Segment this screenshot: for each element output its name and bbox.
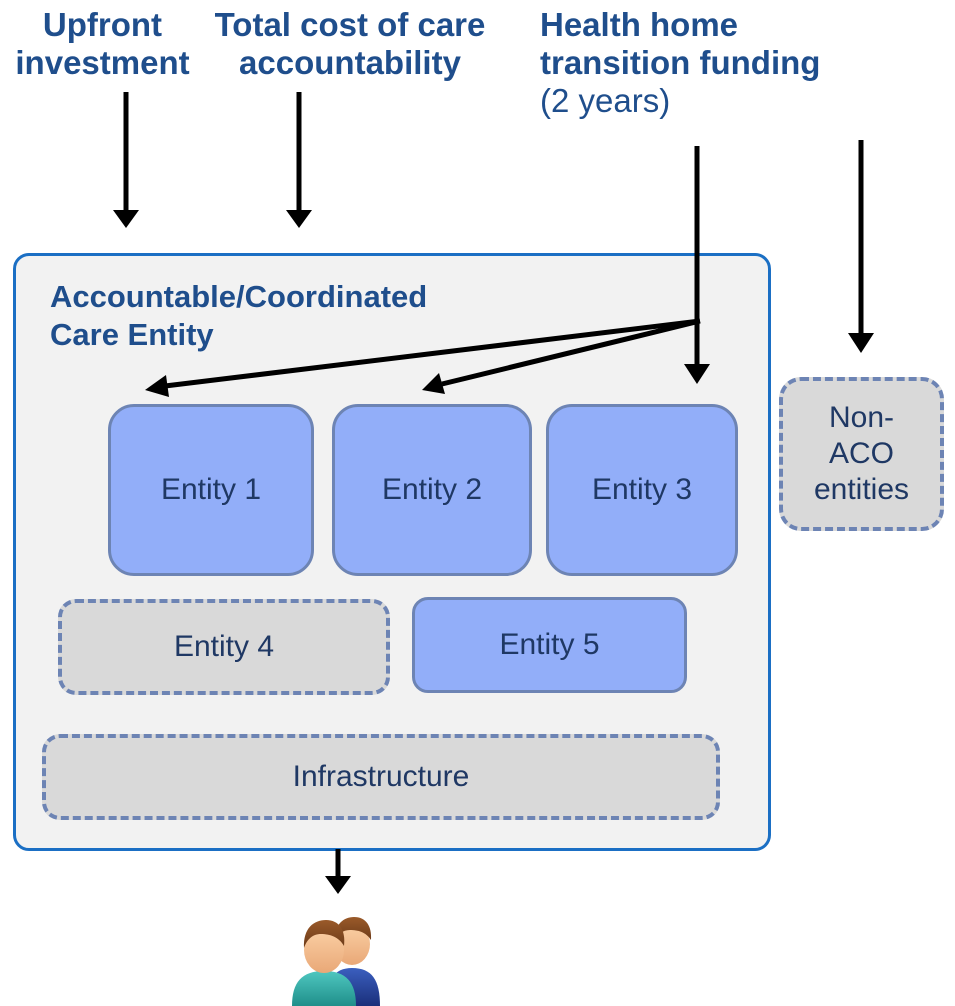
non-aco-line-2: ACO	[828, 437, 894, 470]
total-cost-line-1: Total cost of care	[214, 6, 486, 43]
total-cost-line-2: accountability	[239, 44, 461, 81]
entity-1-label: Entity 1	[160, 473, 262, 506]
arrow-health-to-entity-1-shaft	[164, 318, 701, 389]
non-aco-line-3: entities	[813, 473, 910, 506]
infrastructure-label: Infrastructure	[292, 760, 470, 793]
aco-title-line-1: Accountable/Coordinated	[50, 279, 428, 314]
aco-title-line-2: Care Entity	[50, 317, 214, 352]
arrow-total-cost-head	[286, 210, 312, 228]
total-cost-label: Total cost of care accountability	[195, 6, 505, 82]
entity-4-label: Entity 4	[173, 630, 275, 663]
health-home-line-3: (2 years)	[540, 82, 671, 119]
health-home-line-2: transition funding	[540, 44, 821, 81]
arrow-upfront-head	[113, 210, 139, 228]
infrastructure-box: Infrastructure	[42, 734, 720, 820]
upfront-line-1: Upfront	[42, 6, 163, 43]
health-home-line-1: Health home	[540, 6, 739, 43]
entity-3-box: Entity 3	[546, 404, 738, 576]
non-aco-entities-box: Non- ACO entities	[779, 377, 944, 531]
aco-title: Accountable/Coordinated Care Entity	[50, 278, 427, 354]
upfront-investment-label: Upfront investment	[0, 6, 205, 82]
entity-5-label: Entity 5	[499, 628, 600, 661]
arrow-health-to-entity-1-head	[145, 375, 169, 397]
health-home-label: Health home transition funding (2 years)	[540, 6, 920, 120]
arrow-non-aco-head	[848, 333, 874, 353]
entity-2-label: Entity 2	[381, 473, 483, 506]
arrow-health-to-entity-2-shaft	[441, 318, 701, 387]
people-icon	[292, 917, 380, 1006]
non-aco-line-1: Non-	[828, 401, 895, 434]
arrow-health-to-entity-3-head	[684, 364, 710, 384]
entity-4-box: Entity 4	[58, 599, 390, 695]
upfront-line-2: investment	[15, 44, 190, 81]
entity-3-label: Entity 3	[591, 473, 693, 506]
arrow-health-to-entity-2-head	[422, 373, 445, 394]
entity-5-box: Entity 5	[412, 597, 687, 693]
entity-1-box: Entity 1	[108, 404, 314, 576]
entity-2-box: Entity 2	[332, 404, 532, 576]
arrow-aco-to-people-head	[325, 876, 351, 894]
